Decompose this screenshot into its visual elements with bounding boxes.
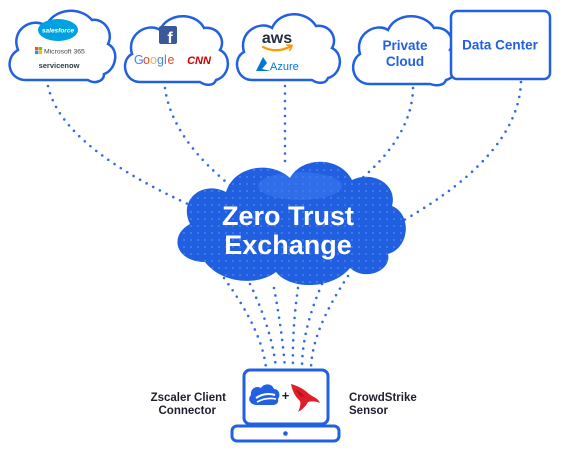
facebook-icon [159,26,177,44]
connector-line-saas [46,84,208,214]
svg-text:G: G [134,53,144,67]
svg-text:g: g [157,53,164,67]
azure-logo-text: Azure [270,61,299,73]
private-cloud-label-line2: Cloud [386,54,424,69]
cloud-outline [8,9,117,84]
plus-sign: + [282,388,290,403]
connector-line-endpoint-6 [309,274,350,370]
connector-line-data-center [384,80,523,232]
aws-arrow-icon [286,44,294,51]
microsoft-icon [35,47,43,55]
data-center-label: Data Center [462,38,539,53]
connector-line-endpoint-2 [248,282,278,370]
svg-text:l: l [164,53,167,67]
hub-title-line1: Zero Trust [222,201,354,231]
aws-logo-text: aws [262,30,292,47]
crowdstrike-falcon-icon [291,384,320,412]
svg-text:e: e [168,53,175,67]
microsoft-365-logo-text: Microsoft 365 [44,49,85,56]
aws-smile-icon [261,44,293,52]
svg-text:o: o [150,53,157,67]
connector-line-endpoint-1 [222,276,268,370]
data-center-outline [449,9,552,81]
hub-title-line2: Exchange [224,230,352,260]
facebook-logo-text: f [167,30,173,47]
laptop-indicator-dot [283,431,288,436]
servicenow-logo-text: servicenow [39,61,80,70]
zscaler-client-label-line1: Zscaler Client [151,392,227,404]
crowdstrike-sensor-label-line1: CrowdStrike [349,392,417,404]
salesforce-icon [38,19,78,41]
cloud-private[interactable]: Private Cloud [351,15,459,87]
connector-line-endpoint-4 [291,286,300,370]
azure-icon [256,57,271,71]
cnn-logo-text: CNN [187,55,212,67]
google-logo: G o o g l e [134,53,175,67]
connector-line-endpoint-3 [272,286,287,370]
hub-highlight [258,172,342,200]
salesforce-logo-text: salesforce [42,28,75,35]
cloud-outline [123,15,229,86]
zero-trust-exchange-cloud[interactable]: Zero Trust Exchange [160,150,420,300]
cloud-web[interactable]: f G o o g l e CNN [123,15,229,86]
svg-text:o: o [143,53,150,67]
endpoint-laptop[interactable]: + [230,368,341,443]
cloud-outline [351,15,459,87]
data-center-box[interactable]: Data Center [449,9,552,81]
endpoint-labels: Zscaler Client Connector CrowdStrike Sen… [151,392,417,417]
zscaler-icon [249,384,280,405]
connector-line-endpoint-5 [300,282,324,370]
cloud-saas[interactable]: salesforce Microsoft 365 servicenow [8,9,117,84]
connector-line-private-cloud [348,86,415,190]
zscaler-client-label-line2: Connector [159,405,217,417]
cloud-iaas[interactable]: aws Azure [235,13,341,84]
private-cloud-label-line1: Private [382,38,428,53]
laptop-icon [242,368,330,426]
connector-line-web [163,86,238,192]
crowdstrike-sensor-label-line2: Sensor [349,405,389,417]
